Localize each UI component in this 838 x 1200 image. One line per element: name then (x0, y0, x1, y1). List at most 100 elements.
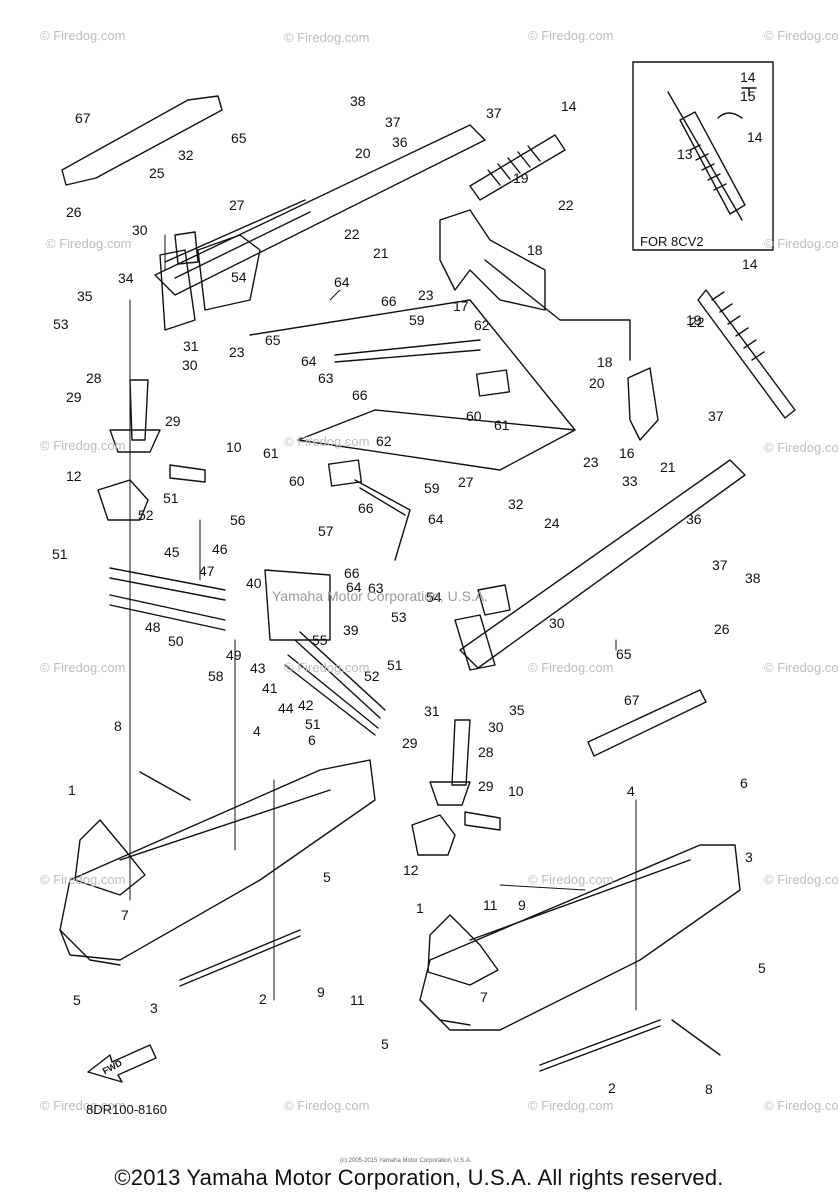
callout-label: 23 (229, 344, 245, 360)
callout-label: 7 (121, 907, 129, 923)
callout-label: 21 (660, 459, 676, 475)
callout-label: 20 (589, 375, 605, 391)
callout-label: 26 (66, 204, 82, 220)
callout-label: 63 (318, 370, 334, 386)
callout-label: 2 (608, 1080, 616, 1096)
callout-label: 51 (387, 657, 403, 673)
callout-label: 56 (230, 512, 246, 528)
callout-label: 32 (508, 496, 524, 512)
bolt-8-left (139, 771, 191, 801)
callout-label: 64 (428, 511, 444, 527)
callout-label: 18 (527, 242, 543, 258)
callout-label: 6 (740, 775, 748, 791)
callout-label: 51 (163, 490, 179, 506)
callout-label: 54 (231, 269, 247, 285)
callout-label: 18 (597, 354, 613, 370)
callout-label: 29 (402, 735, 418, 751)
callout-label: 66 (352, 387, 368, 403)
callout-label: 8 (705, 1081, 713, 1097)
callout-label: 49 (226, 647, 242, 663)
spindle-left (129, 379, 149, 441)
center-watermark: Yamaha Motor Corporation, U.S.A. (272, 588, 489, 604)
callout-label: 14 (740, 69, 756, 85)
callout-label: 66 (381, 293, 397, 309)
firedog-watermark: © Firedog.com (528, 1098, 614, 1113)
callout-label: 32 (178, 147, 194, 163)
callout-label: 64 (301, 353, 317, 369)
callout-label: 44 (278, 700, 294, 716)
callout-label: 24 (544, 515, 560, 531)
callout-label: 4 (253, 723, 261, 739)
callout-label: 66 (358, 500, 374, 516)
callout-label: 59 (424, 480, 440, 496)
callout-label: 1 (68, 782, 76, 798)
callout-label: 60 (289, 473, 305, 489)
callout-label: 7 (480, 989, 488, 1005)
callout-label: 43 (250, 660, 266, 676)
callout-label: 28 (478, 744, 494, 760)
callout-label: 14 (561, 98, 577, 114)
callout-label: 62 (474, 317, 490, 333)
callout-label: 38 (745, 570, 761, 586)
callout-label: 23 (583, 454, 599, 470)
callout-label: 37 (385, 114, 401, 130)
callout-label: 33 (622, 473, 638, 489)
callout-label: 30 (488, 719, 504, 735)
column-right (454, 614, 496, 671)
inset-frame (632, 61, 774, 251)
firedog-watermark: © Firedog.com (284, 660, 370, 675)
firedog-watermark: © Firedog.com (764, 236, 838, 251)
bracket-right (627, 367, 659, 441)
callout-label: 5 (758, 960, 766, 976)
callout-label: 6 (308, 732, 316, 748)
copyright-text: ©2013 Yamaha Motor Corporation, U.S.A. A… (114, 1165, 724, 1190)
callout-label: 22 (558, 197, 574, 213)
callout-label: 13 (677, 146, 693, 162)
callout-label: 66 (344, 565, 360, 581)
callout-label: 17 (453, 298, 469, 314)
callout-label: 8 (114, 718, 122, 734)
callout-label: 36 (686, 511, 702, 527)
inset-title: FOR 8CV2 (640, 234, 704, 249)
block-12-left (97, 479, 149, 521)
ski-left-handle (74, 819, 146, 896)
callout-label: 41 (262, 680, 278, 696)
callout-label: 30 (182, 357, 198, 373)
callout-label: 31 (424, 703, 440, 719)
axle-tube-top (154, 124, 486, 296)
arm-48 (109, 594, 226, 631)
callout-label: 65 (616, 646, 632, 662)
firedog-watermark: © Firedog.com (40, 1098, 126, 1113)
callout-label: 10 (226, 439, 242, 455)
shock-top (469, 134, 566, 201)
callout-label: 63 (368, 580, 384, 596)
callout-label: 39 (343, 622, 359, 638)
callout-label: 15 (740, 88, 756, 104)
callout-label: 27 (229, 197, 245, 213)
callout-label: 45 (164, 544, 180, 560)
callout-label: 47 (199, 563, 215, 579)
callout-label: 37 (712, 557, 728, 573)
callout-label: 9 (518, 897, 526, 913)
callout-label: 14 (747, 129, 763, 145)
firedog-watermark: © Firedog.com (764, 872, 838, 887)
callout-label: 53 (53, 316, 69, 332)
callout-label: 65 (265, 332, 281, 348)
tie-rod-mid (354, 479, 411, 561)
callout-label: 48 (145, 619, 161, 635)
callout-label: 50 (168, 633, 184, 649)
callout-label: 11 (483, 897, 498, 913)
tie-rod-top (334, 339, 481, 363)
arm-39 (294, 631, 386, 719)
decal-right (587, 689, 707, 757)
callout-label: 31 (183, 338, 199, 354)
callout-label: 46 (212, 541, 228, 557)
spindle-right (451, 719, 471, 786)
callout-label: 51 (305, 716, 321, 732)
firedog-watermark: © Firedog.com (284, 1098, 370, 1113)
callout-label: 37 (708, 408, 724, 424)
callout-label: 29 (478, 778, 494, 794)
callout-label: 2 (259, 991, 267, 1007)
axle-tube-right (459, 459, 746, 669)
callout-label: 22 (689, 314, 705, 330)
